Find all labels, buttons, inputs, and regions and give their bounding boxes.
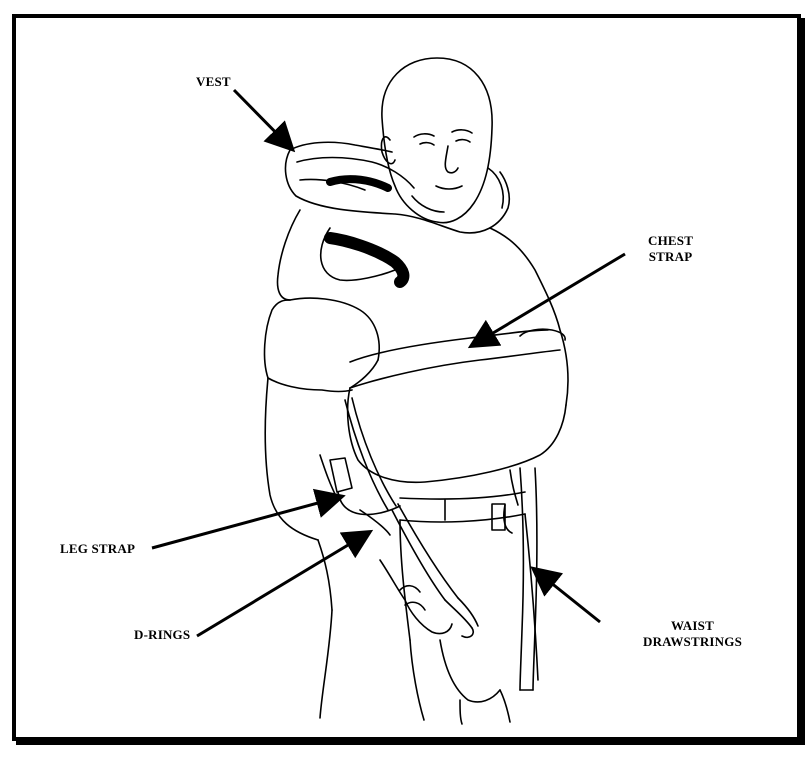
shoulder-patch-lower: [330, 238, 403, 282]
vest-body: [278, 210, 569, 482]
label-waist-drawstrings: WAIST DRAWSTRINGS: [643, 618, 742, 650]
callout-arrows: [152, 90, 625, 636]
pants-outline: [400, 514, 538, 724]
label-waist-line2: DRAWSTRINGS: [643, 634, 742, 650]
label-d-rings-text: D-RINGS: [134, 627, 190, 643]
label-chest-strap: CHEST STRAP: [648, 233, 693, 265]
label-waist-line1: WAIST: [643, 618, 742, 634]
vest-collar: [285, 142, 509, 233]
label-chest-strap-line2: STRAP: [648, 249, 693, 265]
head-outline: [381, 58, 492, 223]
label-leg-strap-text: LEG STRAP: [60, 541, 135, 557]
torso-outline: [265, 300, 352, 718]
arrow-vest: [234, 90, 291, 148]
arrow-leg-strap: [152, 497, 340, 548]
leg-strap-assembly: [320, 398, 400, 535]
arm-and-hand: [380, 504, 478, 637]
label-chest-strap-line1: CHEST: [648, 233, 693, 249]
label-vest-text: VEST: [196, 74, 231, 90]
arrow-waist-drawstrings: [535, 570, 600, 622]
label-leg-strap: LEG STRAP: [60, 541, 135, 557]
belt: [400, 492, 525, 530]
shoulder-patch-upper: [330, 179, 388, 188]
arrow-d-rings: [197, 533, 368, 636]
label-d-rings: D-RINGS: [134, 627, 190, 643]
arrow-chest-strap: [473, 254, 625, 345]
label-vest: VEST: [196, 74, 231, 90]
